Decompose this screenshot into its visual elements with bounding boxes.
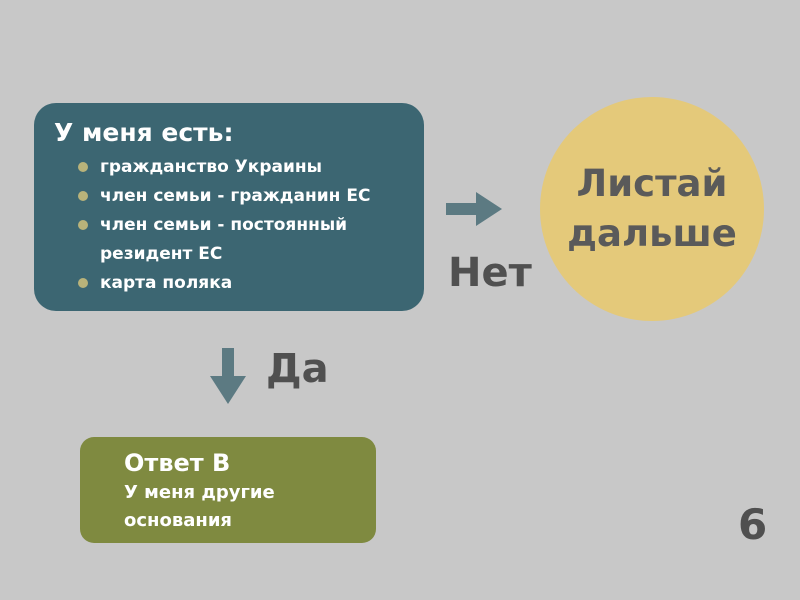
- list-item-continuation: резидент ЕС: [100, 244, 223, 264]
- list-item-label: гражданство Украины: [100, 157, 322, 177]
- criteria-list: гражданство Украины член семьи - граждан…: [54, 153, 406, 298]
- question-box: У меня есть: гражданство Украины член се…: [34, 103, 424, 311]
- circle-line-1: Листай: [576, 162, 728, 205]
- next-page-circle: Листай дальше: [540, 97, 764, 321]
- page-number: 6: [738, 500, 768, 549]
- list-item: член семьи - постоянный резидент ЕС: [78, 211, 406, 269]
- list-item-label: карта поляка: [100, 273, 233, 293]
- bullet-icon: [78, 162, 88, 172]
- arrow-right-icon: [446, 192, 502, 226]
- circle-text: Листай дальше: [567, 159, 737, 259]
- no-label: Нет: [448, 250, 532, 296]
- list-item: карта поляка: [78, 269, 406, 298]
- list-item: член семьи - гражданин ЕС: [78, 182, 406, 211]
- yes-label: Да: [266, 346, 329, 392]
- question-heading: У меня есть:: [54, 118, 234, 147]
- list-item: гражданство Украины: [78, 153, 406, 182]
- answer-box: Ответ В У меня другие основания: [80, 437, 376, 543]
- answer-subtitle: У меня другие основания: [124, 482, 275, 531]
- bullet-icon: [78, 191, 88, 201]
- answer-title: Ответ В: [124, 449, 231, 477]
- list-item-label: член семьи - постоянный: [100, 215, 348, 235]
- arrow-down-icon: [210, 348, 246, 404]
- circle-line-2: дальше: [567, 212, 737, 255]
- bullet-icon: [78, 278, 88, 288]
- bullet-icon: [78, 220, 88, 230]
- list-item-label: член семьи - гражданин ЕС: [100, 186, 371, 206]
